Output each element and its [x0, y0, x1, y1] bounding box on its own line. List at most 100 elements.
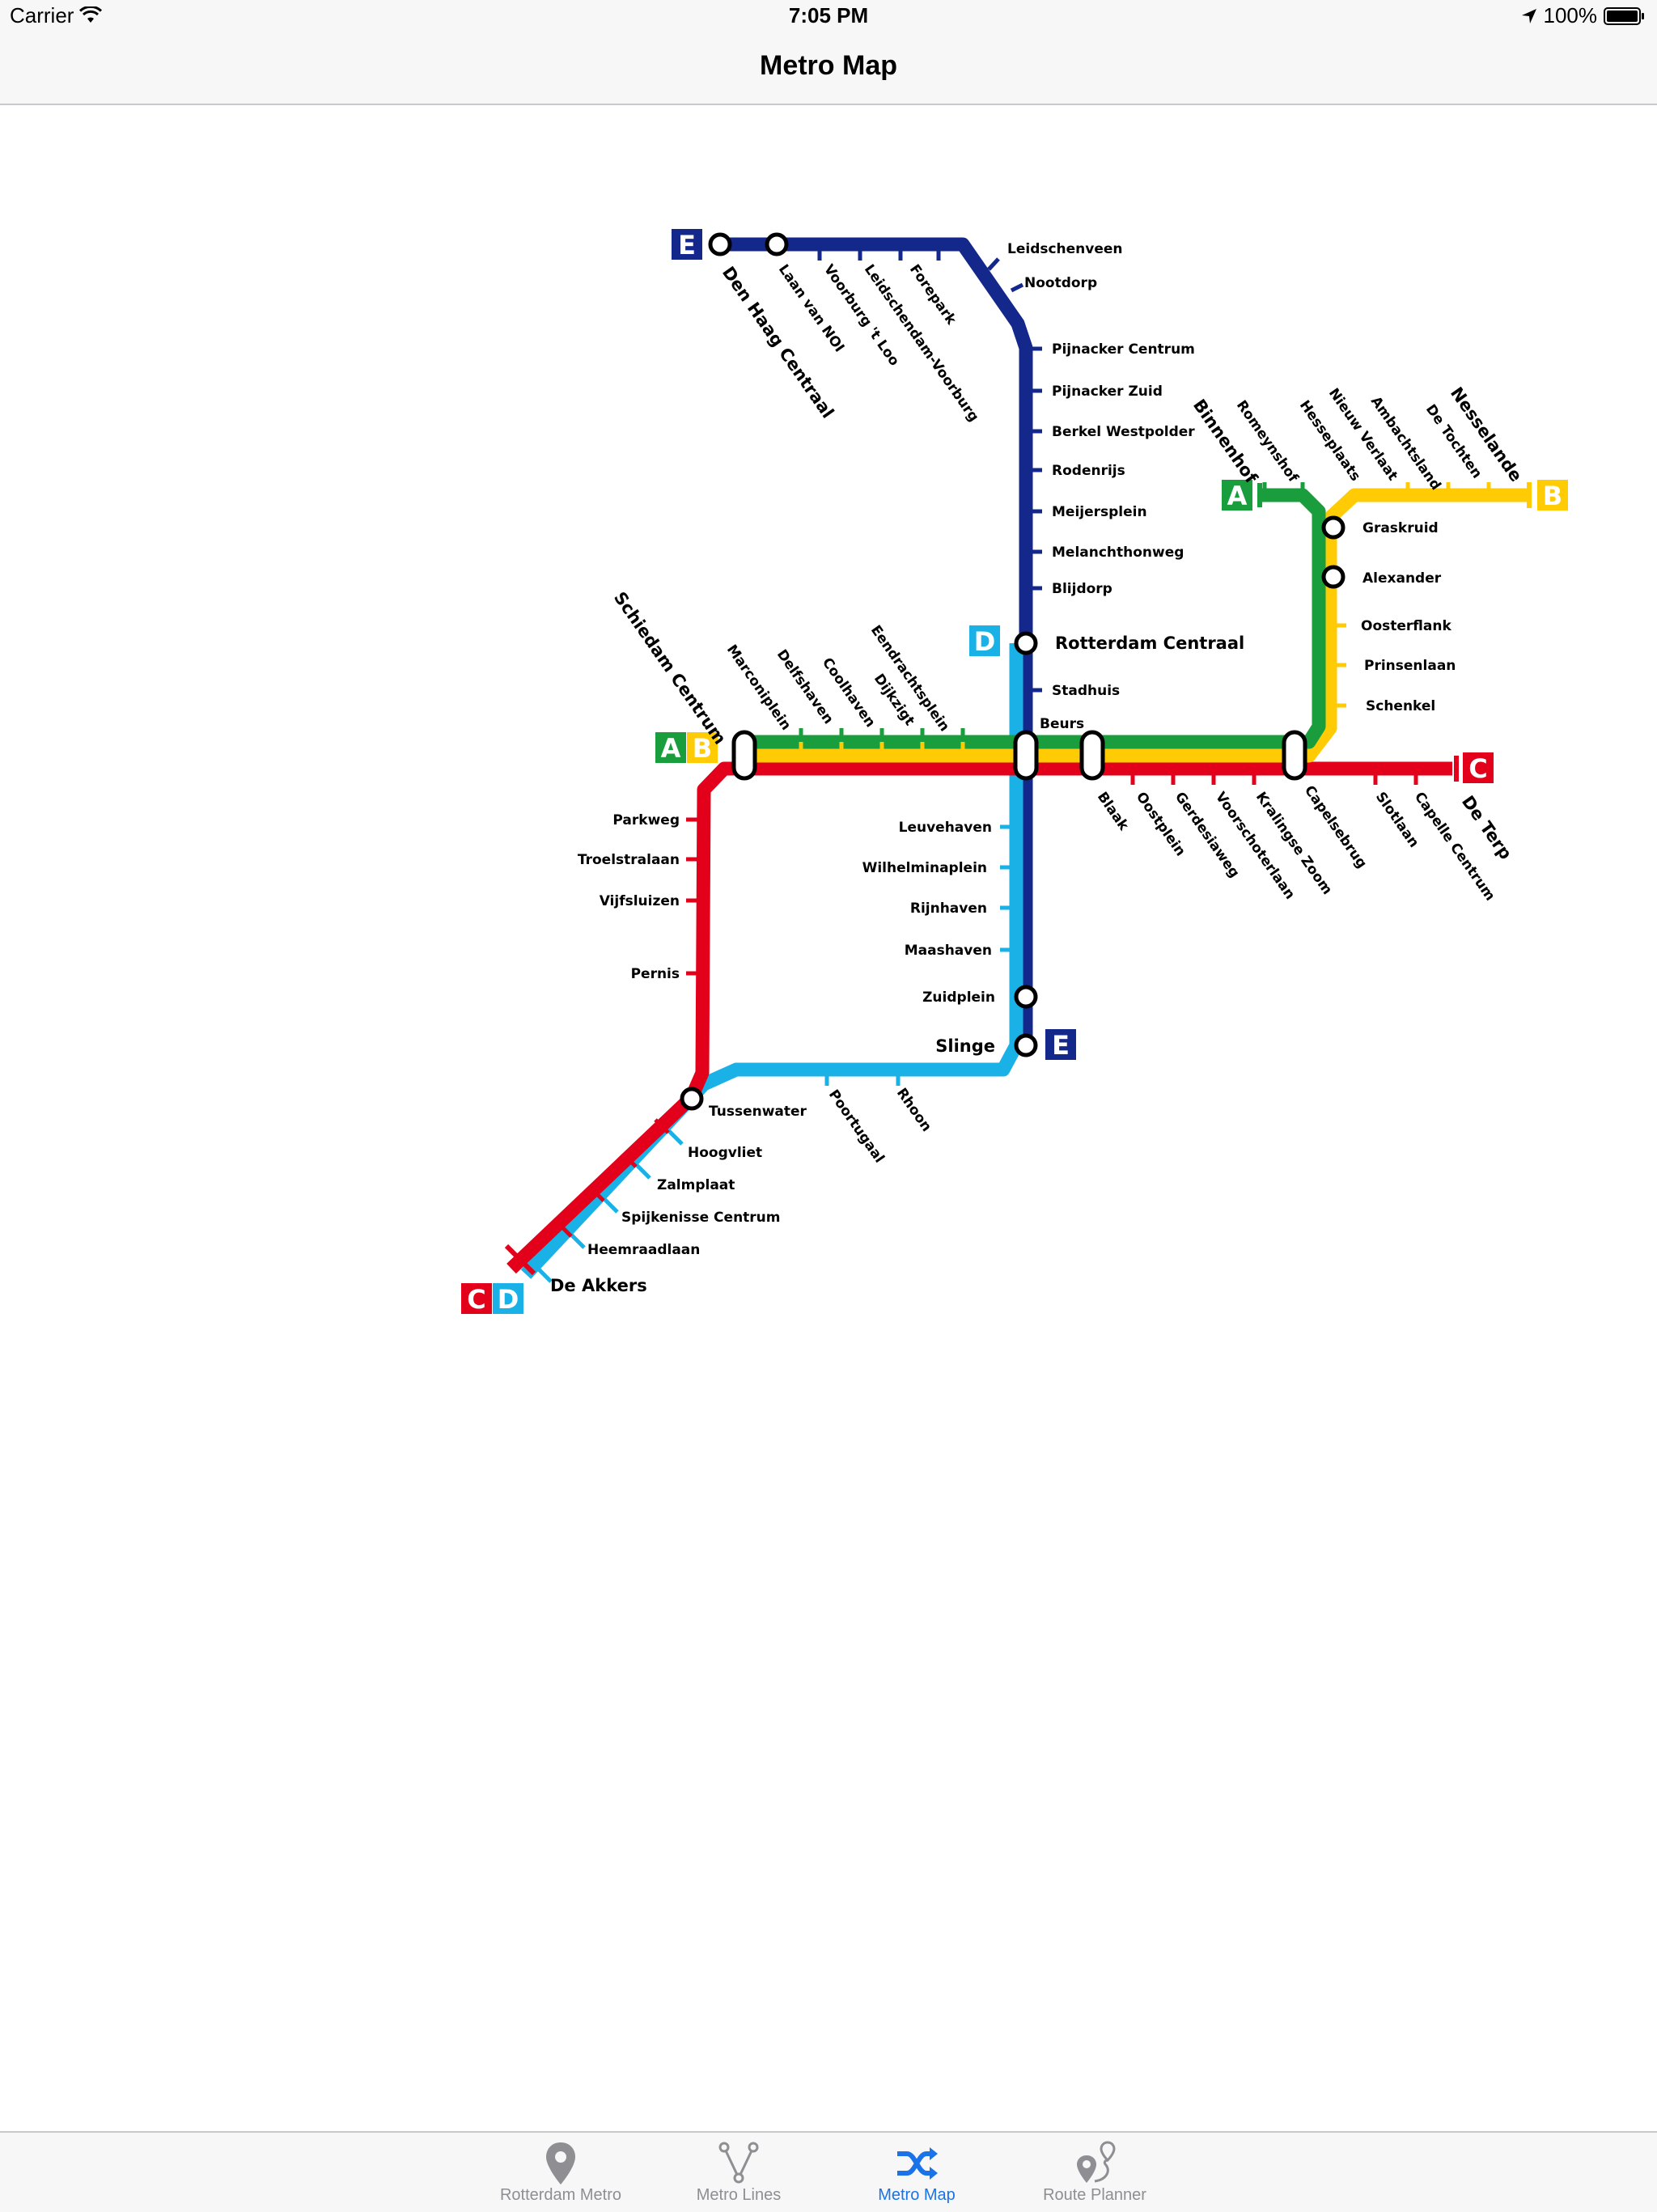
- station-label[interactable]: Zuidplein: [922, 989, 995, 1006]
- station-label[interactable]: Rhoon: [893, 1085, 934, 1134]
- station-label[interactable]: Berkel Westpolder: [1052, 424, 1195, 440]
- station-label[interactable]: Rotterdam Centraal: [1055, 634, 1244, 653]
- tab-label: Metro Lines: [696, 2186, 782, 2204]
- station-label[interactable]: Maashaven: [905, 943, 992, 959]
- navigation-bar: Metro Map: [0, 32, 1657, 105]
- tab-label: Rotterdam Metro: [499, 2186, 622, 2204]
- station-label[interactable]: Troelstralaan: [578, 852, 680, 868]
- metro-map[interactable]: E D A B A B C E C D Den Haag Centraal La…: [0, 105, 1657, 2128]
- station-label[interactable]: Capelle Centrum: [1411, 789, 1498, 904]
- station-laan-van-noi-marker: [765, 232, 789, 256]
- station-label[interactable]: Den Haag Centraal: [718, 263, 837, 422]
- network-icon: [718, 2142, 759, 2184]
- station-label[interactable]: Hoogvliet: [688, 1145, 762, 1161]
- badge-d-south: [493, 1283, 523, 1314]
- wifi-icon: [79, 6, 102, 23]
- badge-b-east: [1537, 480, 1568, 511]
- station-label[interactable]: Vijfsluizen: [600, 893, 680, 909]
- badge-d-top: [969, 625, 1000, 656]
- tab-metro-map[interactable]: Metro Map: [828, 2133, 1006, 2212]
- station-label[interactable]: Stadhuis: [1052, 683, 1120, 699]
- station-tussenwater-marker: [680, 1087, 704, 1111]
- badge-a-west-label: A: [661, 733, 681, 764]
- tab-label: Metro Map: [878, 2186, 956, 2204]
- station-label[interactable]: Pernis: [631, 966, 680, 982]
- line-d-ticks: [536, 824, 1016, 1283]
- badge-a-east: [1222, 480, 1252, 511]
- station-label[interactable]: Pijnacker Zuid: [1052, 383, 1163, 400]
- line-a-ticks: [799, 482, 1305, 742]
- badge-a-west: [655, 732, 686, 763]
- station-beurs-marker: [1013, 730, 1039, 781]
- interchange-stations: [680, 232, 1346, 1111]
- status-time: 7:05 PM: [788, 3, 869, 28]
- station-schiedam-centrum-marker: [731, 730, 757, 781]
- station-label[interactable]: De Akkers: [550, 1276, 647, 1295]
- station-label[interactable]: Leidschenveen: [1007, 241, 1123, 257]
- badge-b-east-label: B: [1543, 481, 1562, 511]
- badge-e-top: [672, 229, 702, 260]
- badge-e-top-label: E: [678, 230, 696, 261]
- station-label[interactable]: Wilhelminaplein: [862, 860, 987, 876]
- station-label[interactable]: Oosterflank: [1361, 618, 1451, 634]
- station-label[interactable]: Rijnhaven: [910, 900, 987, 917]
- status-bar: Carrier 7:05 PM 100%: [0, 0, 1657, 32]
- badge-d-south-label: D: [498, 1284, 519, 1315]
- station-capelsebrug-marker: [1282, 730, 1307, 781]
- station-label[interactable]: Pijnacker Centrum: [1052, 341, 1195, 358]
- line-b-ticks: [799, 482, 1491, 756]
- station-label[interactable]: Schiedam Centrum: [610, 588, 730, 748]
- map-pin-icon: [546, 2142, 575, 2184]
- badge-a-east-label: A: [1227, 481, 1248, 511]
- badge-c-east: [1463, 752, 1494, 783]
- station-label[interactable]: Zalmplaat: [657, 1177, 735, 1193]
- line-c-ticks: [557, 769, 1418, 1238]
- station-graskruid-marker: [1321, 515, 1346, 540]
- line-e-track: [720, 237, 1033, 1045]
- map-offset: E D A B A B C E C D Den Haag Centraal La…: [461, 229, 1568, 1315]
- line-cd-end-cap: [504, 1244, 536, 1276]
- carrier-label: Carrier: [10, 3, 74, 28]
- page-title: Metro Map: [760, 50, 897, 81]
- station-label[interactable]: Nieuw Verlaat: [1325, 385, 1401, 484]
- station-label[interactable]: Nootdorp: [1024, 275, 1097, 291]
- station-label[interactable]: Slinge: [935, 1036, 995, 1056]
- battery-percent: 100%: [1543, 3, 1598, 28]
- badge-b-west-label: B: [693, 733, 712, 764]
- station-label[interactable]: Leuvehaven: [899, 820, 992, 836]
- station-label[interactable]: Blaak: [1094, 789, 1132, 833]
- tab-route-planner[interactable]: Route Planner: [1006, 2133, 1184, 2212]
- station-label[interactable]: Parkweg: [612, 812, 680, 828]
- tab-label: Route Planner: [1043, 2186, 1146, 2204]
- station-label[interactable]: Schenkel: [1366, 698, 1435, 714]
- station-label[interactable]: Alexander: [1362, 570, 1442, 587]
- station-slinge-marker: [1014, 1033, 1038, 1057]
- battery-icon: [1604, 6, 1644, 25]
- tab-bar: Rotterdam Metro Metro Lines Metro Map Ro…: [0, 2131, 1657, 2212]
- station-label[interactable]: Prinsenlaan: [1364, 658, 1456, 674]
- station-label[interactable]: Blijdorp: [1052, 581, 1112, 597]
- badge-c-south: [461, 1283, 492, 1314]
- tab-rotterdam-metro[interactable]: Rotterdam Metro: [472, 2133, 650, 2212]
- status-right: 100%: [1521, 3, 1646, 28]
- station-label[interactable]: Melanchthonweg: [1052, 545, 1184, 561]
- route-icon: [1077, 2141, 1116, 2183]
- tab-metro-lines[interactable]: Metro Lines: [650, 2133, 828, 2212]
- shuffle-icon: [897, 2147, 938, 2180]
- station-label[interactable]: Rodenrijs: [1052, 463, 1125, 479]
- station-label[interactable]: Meijersplein: [1052, 504, 1147, 520]
- station-label[interactable]: Spijkenisse Centrum: [621, 1210, 781, 1226]
- station-zuidplein-marker: [1014, 985, 1038, 1009]
- line-a-track: [744, 488, 1326, 749]
- station-label[interactable]: Tussenwater: [709, 1104, 807, 1120]
- station-label[interactable]: Poortugaal: [825, 1087, 888, 1166]
- location-arrow-icon: [1521, 8, 1536, 23]
- station-label[interactable]: Graskruid: [1362, 520, 1439, 536]
- station-label[interactable]: Beurs: [1040, 716, 1084, 732]
- badge-c-south-label: C: [467, 1284, 485, 1315]
- badge-d-top-label: D: [974, 626, 996, 657]
- station-den-haag-centraal-marker: [708, 232, 732, 256]
- badge-b-west: [687, 732, 718, 763]
- line-e-ticks: [817, 244, 1042, 693]
- station-label[interactable]: Heemraadlaan: [587, 1242, 700, 1258]
